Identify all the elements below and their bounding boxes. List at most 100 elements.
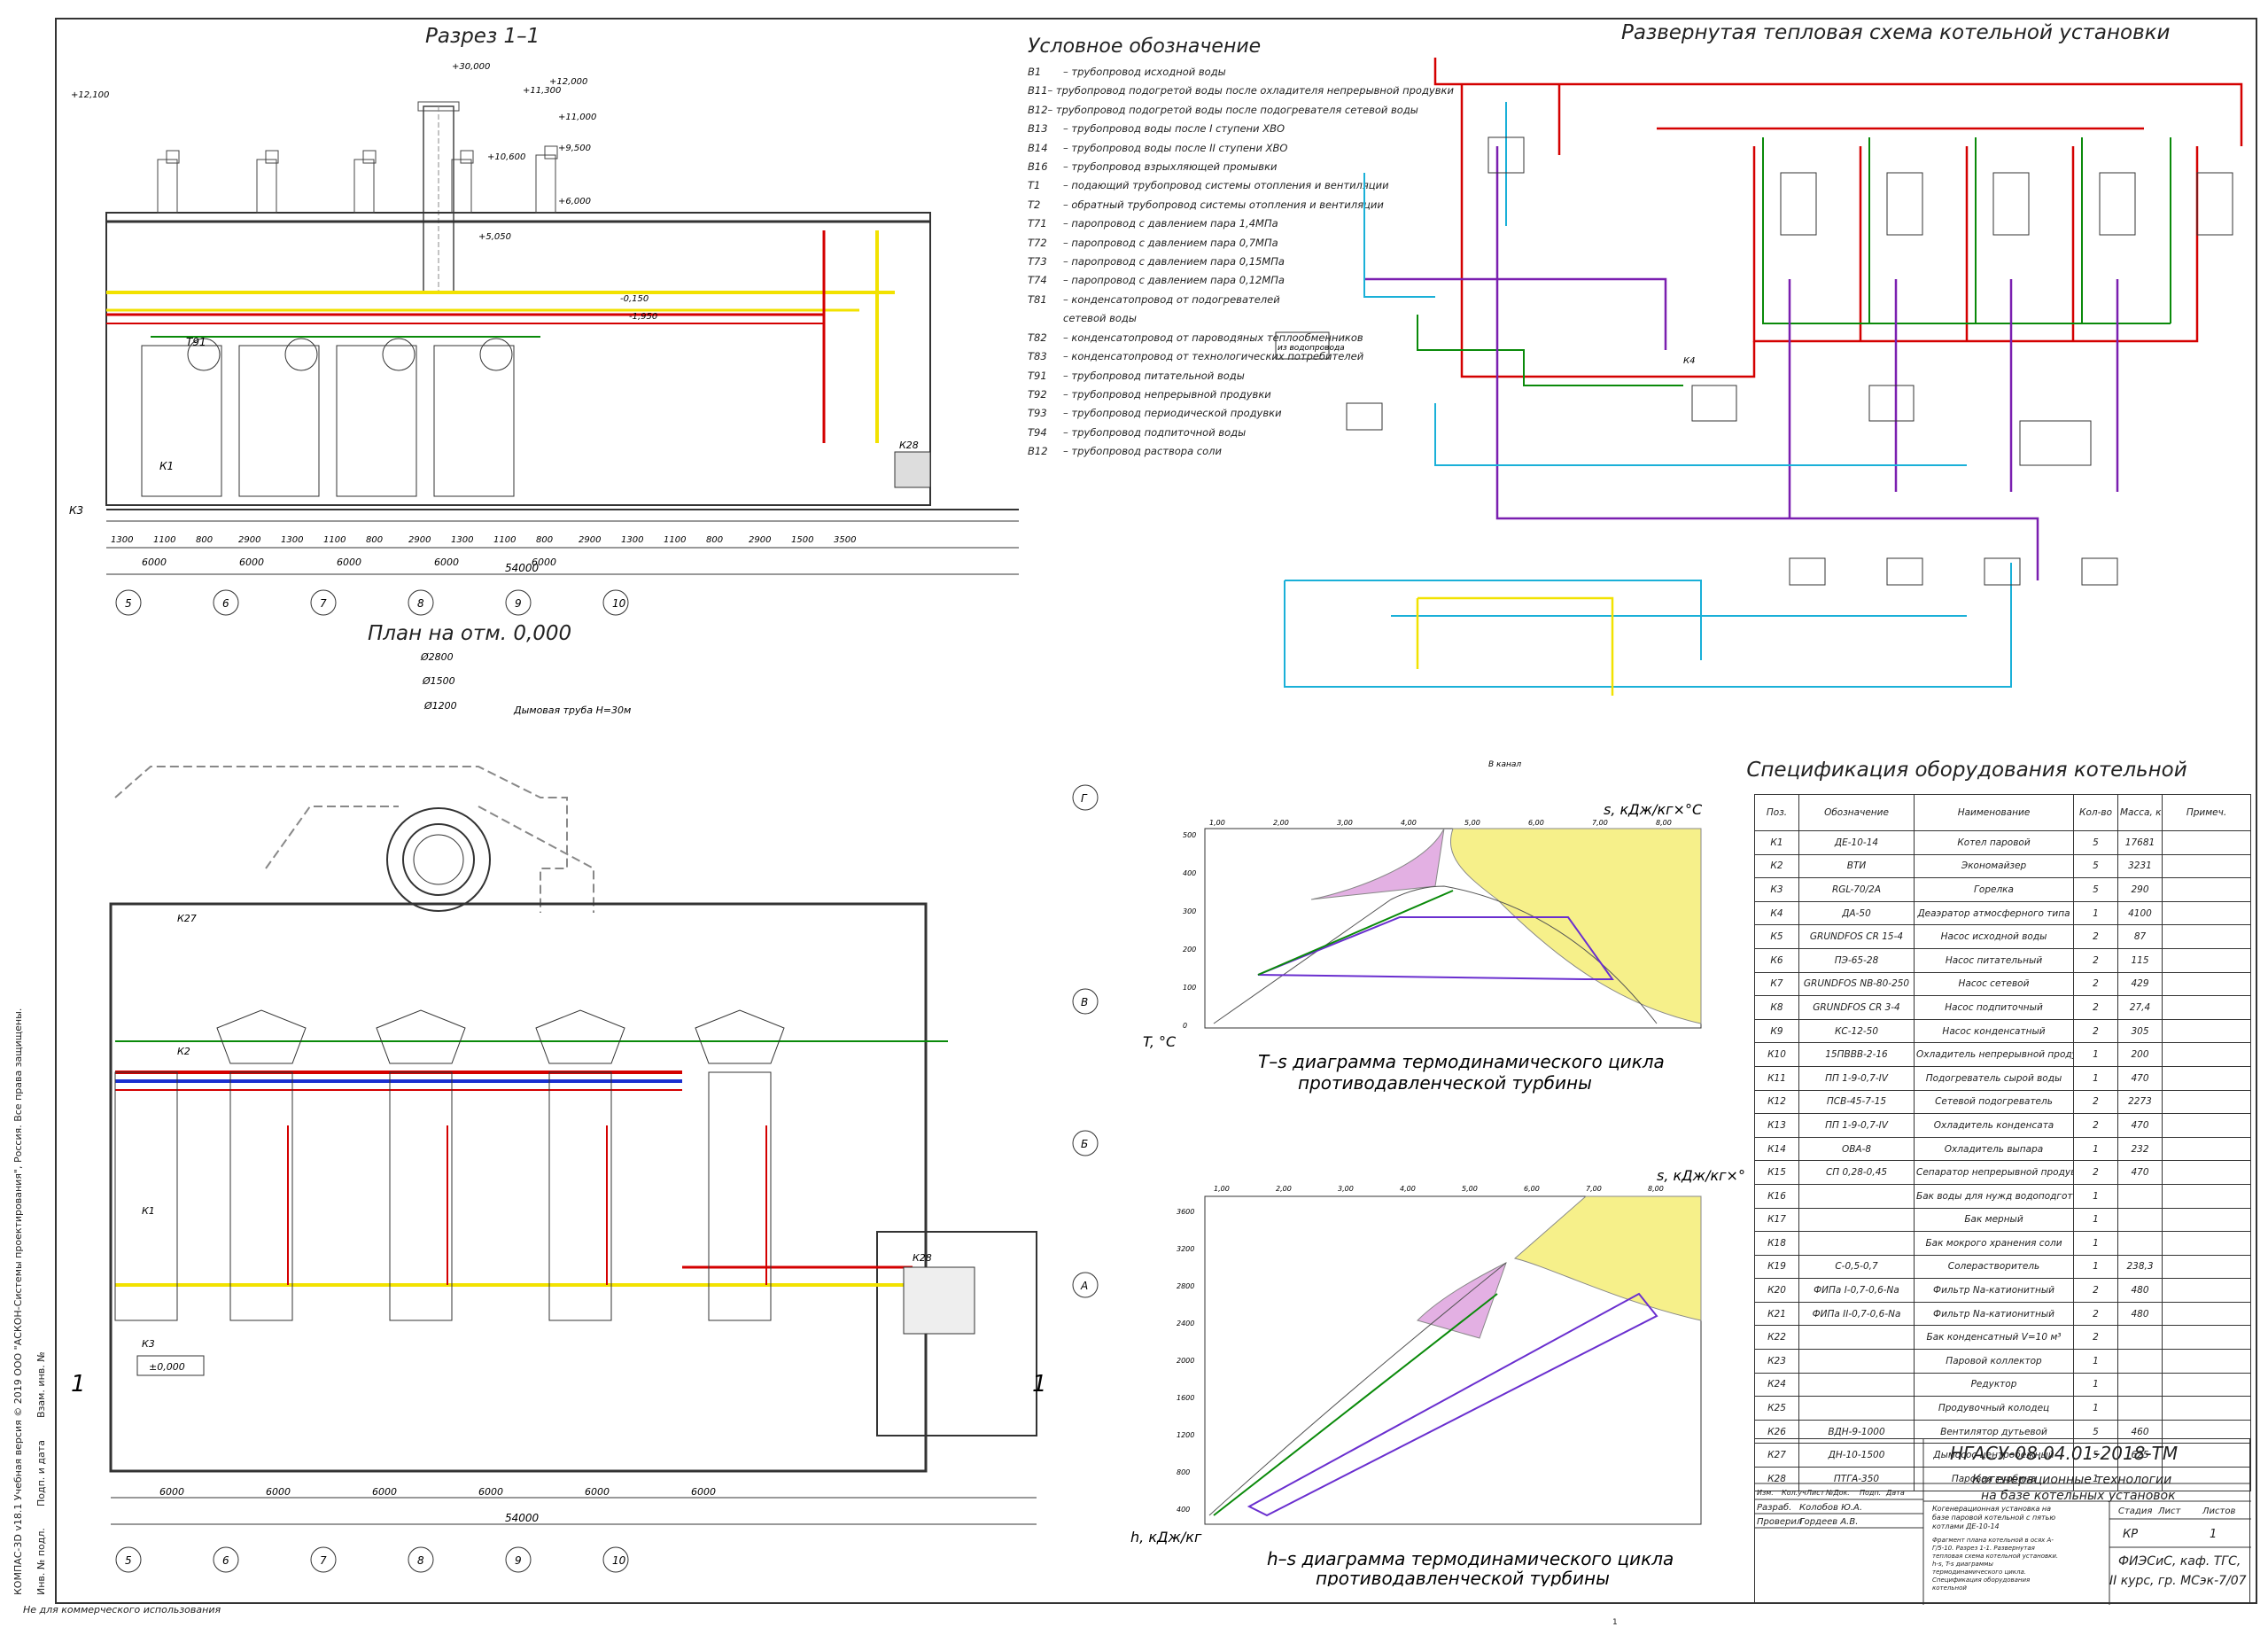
elevation-mark: +11,300 [523, 86, 561, 96]
spec-cell: Паровой коллектор [1914, 1349, 2074, 1374]
legend-item: Т81– конденсатопровод от подогревателей [1028, 291, 1418, 309]
legend-text: – трубопровод раствора соли [1063, 445, 1222, 458]
ts-xtick: 6,00 [1528, 819, 1544, 827]
scheme-label-water-source: из водопровода [1278, 344, 1345, 353]
spec-cell: К13 [1754, 1113, 1799, 1138]
section-dim: 800 [706, 535, 723, 545]
spec-column-header: Кол-во [2073, 794, 2118, 831]
label-k1: К1 [159, 460, 174, 472]
legend-item: Т71– паропровод с давлением пара 1,4МПа [1028, 214, 1418, 233]
spec-cell: ПСВ-45-7-15 [1798, 1089, 1915, 1115]
spec-cell: ОВА-8 [1798, 1136, 1915, 1162]
ts-ylabel: T, °C [1143, 1033, 1177, 1050]
dim-chimney-2: Ø1500 [422, 675, 455, 687]
spec-cell: 2 [2073, 1113, 2118, 1138]
spec-cell: Насос конденсатный [1914, 1018, 2074, 1044]
spec-cell: К9 [1754, 1018, 1799, 1044]
spec-cell: К7 [1754, 971, 1799, 997]
elevation-mark: -1,950 [629, 312, 657, 322]
section-dim: 1300 [281, 535, 303, 545]
spec-cell: 5 [2073, 1443, 2118, 1468]
plan-axis-marker [408, 1546, 434, 1573]
spec-cell: Сепаратор непрерывной продувки [1914, 1160, 2074, 1185]
ts-xtick: 7,00 [1592, 819, 1608, 827]
section-title: Разрез 1–1 [425, 25, 540, 48]
spec-cell [2162, 1372, 2251, 1398]
hs-ytick: 2400 [1177, 1320, 1194, 1327]
legend-code: Т91 [1028, 369, 1047, 382]
spec-cell: 4100 [2117, 900, 2163, 926]
drawing-frame [55, 18, 2257, 1604]
spec-cell: GRUNDFOS CR 3-4 [1798, 995, 1915, 1020]
spec-cell [2117, 1396, 2163, 1421]
plan-label-k3: К3 [142, 1338, 155, 1350]
ts-ytick: 200 [1183, 946, 1196, 954]
section-total-dim: 54000 [505, 562, 540, 574]
plan-row-marker [1072, 1130, 1099, 1156]
plan-total-dim: 54000 [505, 1512, 540, 1524]
plan-axis-label: 9 [515, 1554, 522, 1567]
section-mark-left: 1 [71, 1371, 86, 1398]
spec-cell: Фильтр Na-катионитный [1914, 1301, 2074, 1327]
spec-cell: 15ПВВВ-2-16 [1798, 1042, 1915, 1067]
ts-ytick: 300 [1183, 907, 1196, 915]
spec-cell [2162, 1349, 2251, 1374]
legend-text: – подающий трубопровод системы отопления… [1063, 179, 1389, 192]
spec-cell [2117, 1231, 2163, 1256]
spec-cell: 1 [2073, 900, 2118, 926]
plan-label-k28: К28 [913, 1252, 932, 1264]
spec-cell: 5 [2073, 877, 2118, 902]
legend-text: – паропровод с давлением пара 0,12МПа [1063, 274, 1285, 287]
spec-cell: Редуктор [1914, 1372, 2074, 1398]
legend-item: Т74– паропровод с давлением пара 0,12МПа [1028, 271, 1418, 290]
plan-axis-label: 6 [222, 1554, 229, 1567]
section-dim: 2900 [238, 535, 260, 545]
section-dim: 2900 [749, 535, 771, 545]
spec-cell: Экономайзер [1914, 853, 2074, 879]
label-k28: К28 [899, 440, 919, 451]
plan-row-label: В [1081, 996, 1088, 1008]
plan-axis-label: 5 [125, 1554, 132, 1567]
legend-code: В12 [1028, 445, 1048, 458]
spec-cell: GRUNDFOS NB-80-250 [1798, 971, 1915, 997]
legend-item: Т82– конденсатопровод от пароводяных теп… [1028, 329, 1418, 347]
spec-cell: 290 [2117, 877, 2163, 902]
section-axis-marker [213, 589, 239, 616]
turbine-room [876, 1231, 1037, 1436]
hdr-cell-3: Лист [1806, 1489, 1825, 1497]
plan-axis-marker [505, 1546, 532, 1573]
section-axis-label: 7 [320, 597, 327, 610]
spec-cell: 27,4 [2117, 995, 2163, 1020]
building-outline [105, 212, 931, 506]
spec-cell: Насос исходной воды [1914, 924, 2074, 949]
org-line-2: II курс, гр. МСэк-7/07 [2109, 1574, 2247, 1588]
spec-cell: 1 [2073, 1254, 2118, 1280]
spec-cell [1798, 1325, 1915, 1351]
turbine-k28 [894, 451, 931, 488]
spec-cell: 5 [2073, 830, 2118, 855]
spec-cell: КС-12-50 [1798, 1018, 1915, 1044]
legend-text: – конденсатопровод от подогревателей [1063, 292, 1280, 306]
plan-axis-label: 8 [417, 1554, 424, 1567]
spec-cell: К24 [1754, 1372, 1799, 1398]
hs-plot-area [1204, 1195, 1702, 1525]
section-dim-6000: 6000 [239, 557, 264, 568]
chimney [417, 101, 460, 293]
spec-cell: 2 [2073, 1301, 2118, 1327]
scheme-label-k4: К4 [1683, 356, 1695, 366]
spec-cell: К15 [1754, 1160, 1799, 1185]
spec-cell: Сетевой подогреватель [1914, 1089, 2074, 1115]
legend-title: Условное обозначение [1028, 35, 1262, 58]
elevation-mark: -0,150 [620, 294, 649, 304]
plan-axis-label: 7 [320, 1554, 327, 1567]
ts-caption-1: T–s диаграмма термодинамического цикла [1258, 1051, 1665, 1072]
spec-cell: 2 [2073, 1278, 2118, 1303]
